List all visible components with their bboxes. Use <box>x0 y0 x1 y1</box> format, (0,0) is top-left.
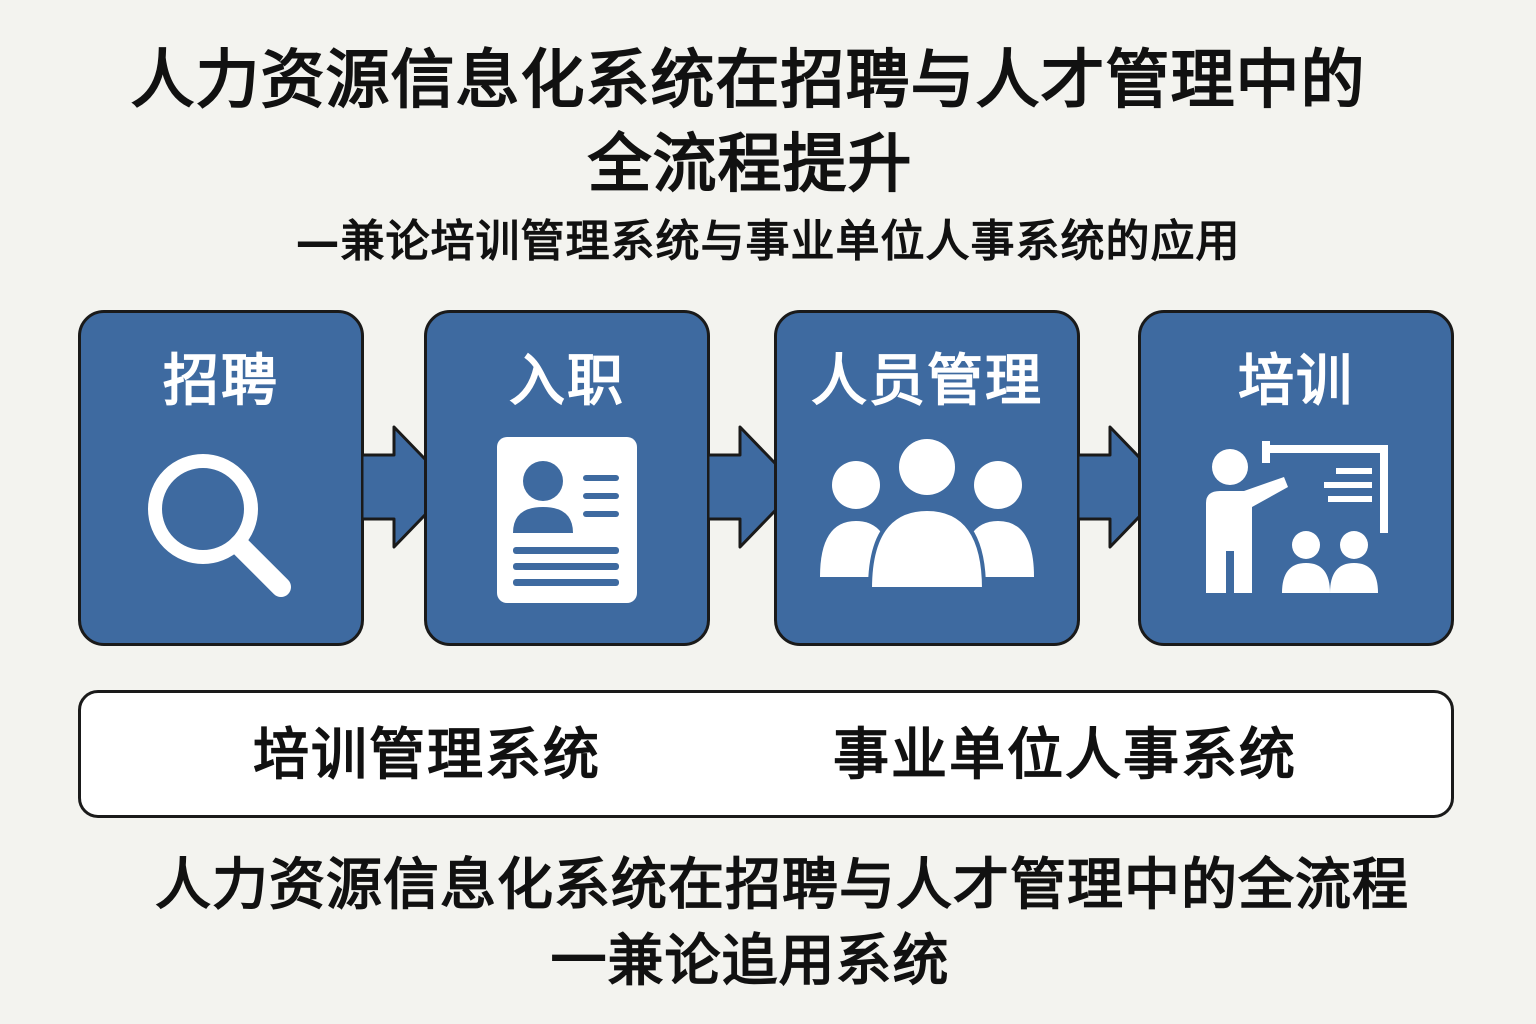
step-personnel-management: 人员管理 <box>774 310 1080 646</box>
step-onboarding: 入职 <box>424 310 710 646</box>
step-recruitment: 招聘 <box>78 310 364 646</box>
flow-arrow-icon <box>706 425 800 553</box>
footer-caption-line-2: 一兼论追用系统 <box>550 929 950 994</box>
main-title-line-2: 全流程提升 <box>587 128 913 202</box>
flow-arrow-icon <box>360 425 454 553</box>
step-label: 培训 <box>1238 349 1354 414</box>
public-institution-hr-system-label: 事业单位人事系统 <box>833 723 1297 788</box>
people-group-icon <box>777 433 1077 623</box>
magnifying-glass-icon <box>81 433 361 623</box>
footer-caption-line-1: 人力资源信息化系统在招聘与人才管理中的全流程 <box>155 853 1409 918</box>
presenter-board-icon <box>1141 433 1451 623</box>
main-title-line-1: 人力资源信息化系统在招聘与人才管理中的 <box>130 44 1366 118</box>
training-management-system-label: 培训管理系统 <box>253 723 601 788</box>
step-label: 入职 <box>509 349 625 414</box>
profile-document-icon <box>427 433 707 623</box>
step-label: 招聘 <box>163 349 279 414</box>
step-label: 人员管理 <box>811 349 1043 414</box>
subtitle: —兼论培训管理系统与事业单位人事系统的应用 <box>295 216 1241 267</box>
step-training: 培训 <box>1138 310 1454 646</box>
systems-panel: 培训管理系统 事业单位人事系统 <box>78 690 1454 818</box>
